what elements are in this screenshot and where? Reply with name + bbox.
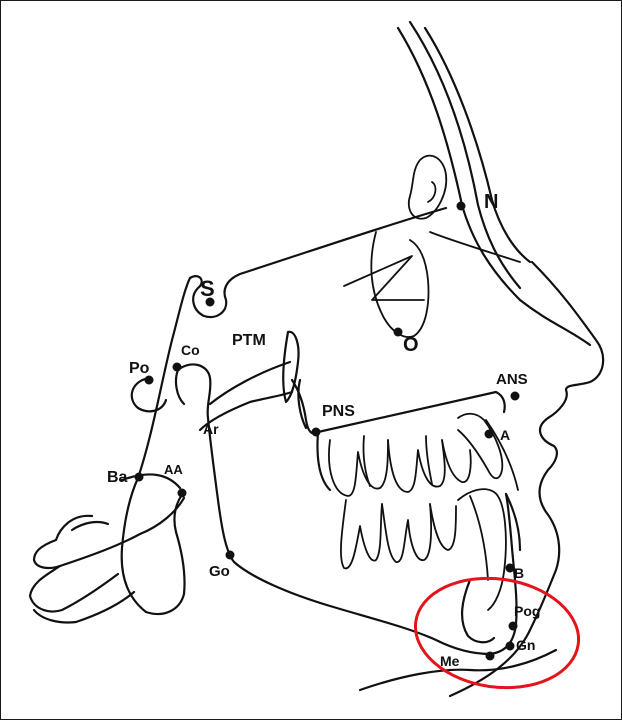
point-me <box>486 652 495 661</box>
point-co <box>173 363 182 372</box>
label-ar: Ar <box>203 421 219 437</box>
upper-teeth <box>329 414 518 496</box>
label-go: Go <box>209 563 230 580</box>
label-ptm: PTM <box>232 332 266 349</box>
label-ans: ANS <box>496 371 528 388</box>
label-b: B <box>514 565 524 581</box>
point-pns <box>312 428 321 437</box>
point-go <box>226 551 235 560</box>
point-gn <box>506 642 515 651</box>
nasal-bone-tracing <box>398 22 590 345</box>
label-pns: PNS <box>322 403 355 420</box>
point-n <box>457 202 466 211</box>
point-a <box>485 430 494 439</box>
label-gn: Gn <box>516 637 535 653</box>
label-a: A <box>500 427 510 443</box>
point-pog <box>509 622 518 631</box>
point-ans <box>511 392 520 401</box>
label-po: Po <box>129 360 150 377</box>
soft-tissue-profile <box>450 262 603 696</box>
label-aa: AA <box>164 462 183 477</box>
label-co: Co <box>181 342 200 358</box>
label-ba: Ba <box>107 469 128 486</box>
point-aa <box>178 489 187 498</box>
lower-teeth <box>341 489 506 610</box>
chin-highlight-circle <box>408 568 585 698</box>
point-o <box>394 328 403 337</box>
cervical-vertebrae <box>30 474 185 622</box>
label-n: N <box>484 191 498 213</box>
point-ba <box>135 473 144 482</box>
label-me: Me <box>440 653 460 669</box>
label-pog: Pog <box>514 603 540 619</box>
maxilla-tracing <box>292 380 505 490</box>
label-o: O <box>403 334 419 356</box>
label-s: S <box>200 276 215 301</box>
